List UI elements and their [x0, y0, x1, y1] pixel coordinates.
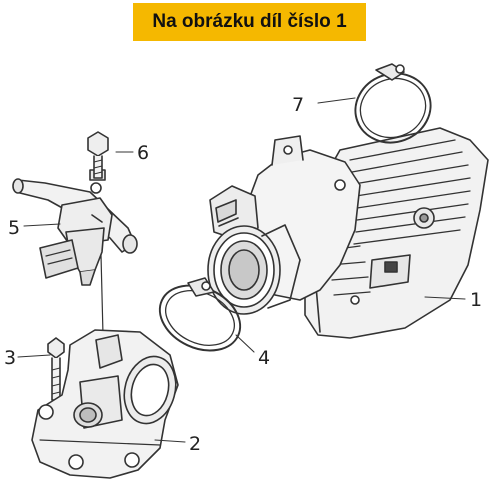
injector-bolt	[87, 131, 109, 179]
callout-7: 7	[292, 94, 304, 116]
callout-1: 1	[470, 289, 482, 311]
intake-manifold	[31, 329, 179, 479]
callout-4: 4	[258, 347, 270, 369]
manifold-bolt	[47, 337, 65, 401]
hose-clamp-large	[354, 63, 432, 144]
hose-clamp-small	[158, 277, 242, 352]
callout-5: 5	[8, 217, 20, 239]
header-title: Na obrázku díl číslo 1	[152, 11, 347, 32]
callout-3: 3	[4, 347, 16, 369]
fuel-injector	[12, 169, 138, 286]
throttle-body	[207, 127, 489, 339]
callout-2: 2	[189, 433, 201, 455]
header-banner: Na obrázku díl číslo 1	[133, 3, 366, 41]
leader-lines	[17, 97, 466, 443]
callout-6: 6	[137, 142, 149, 164]
